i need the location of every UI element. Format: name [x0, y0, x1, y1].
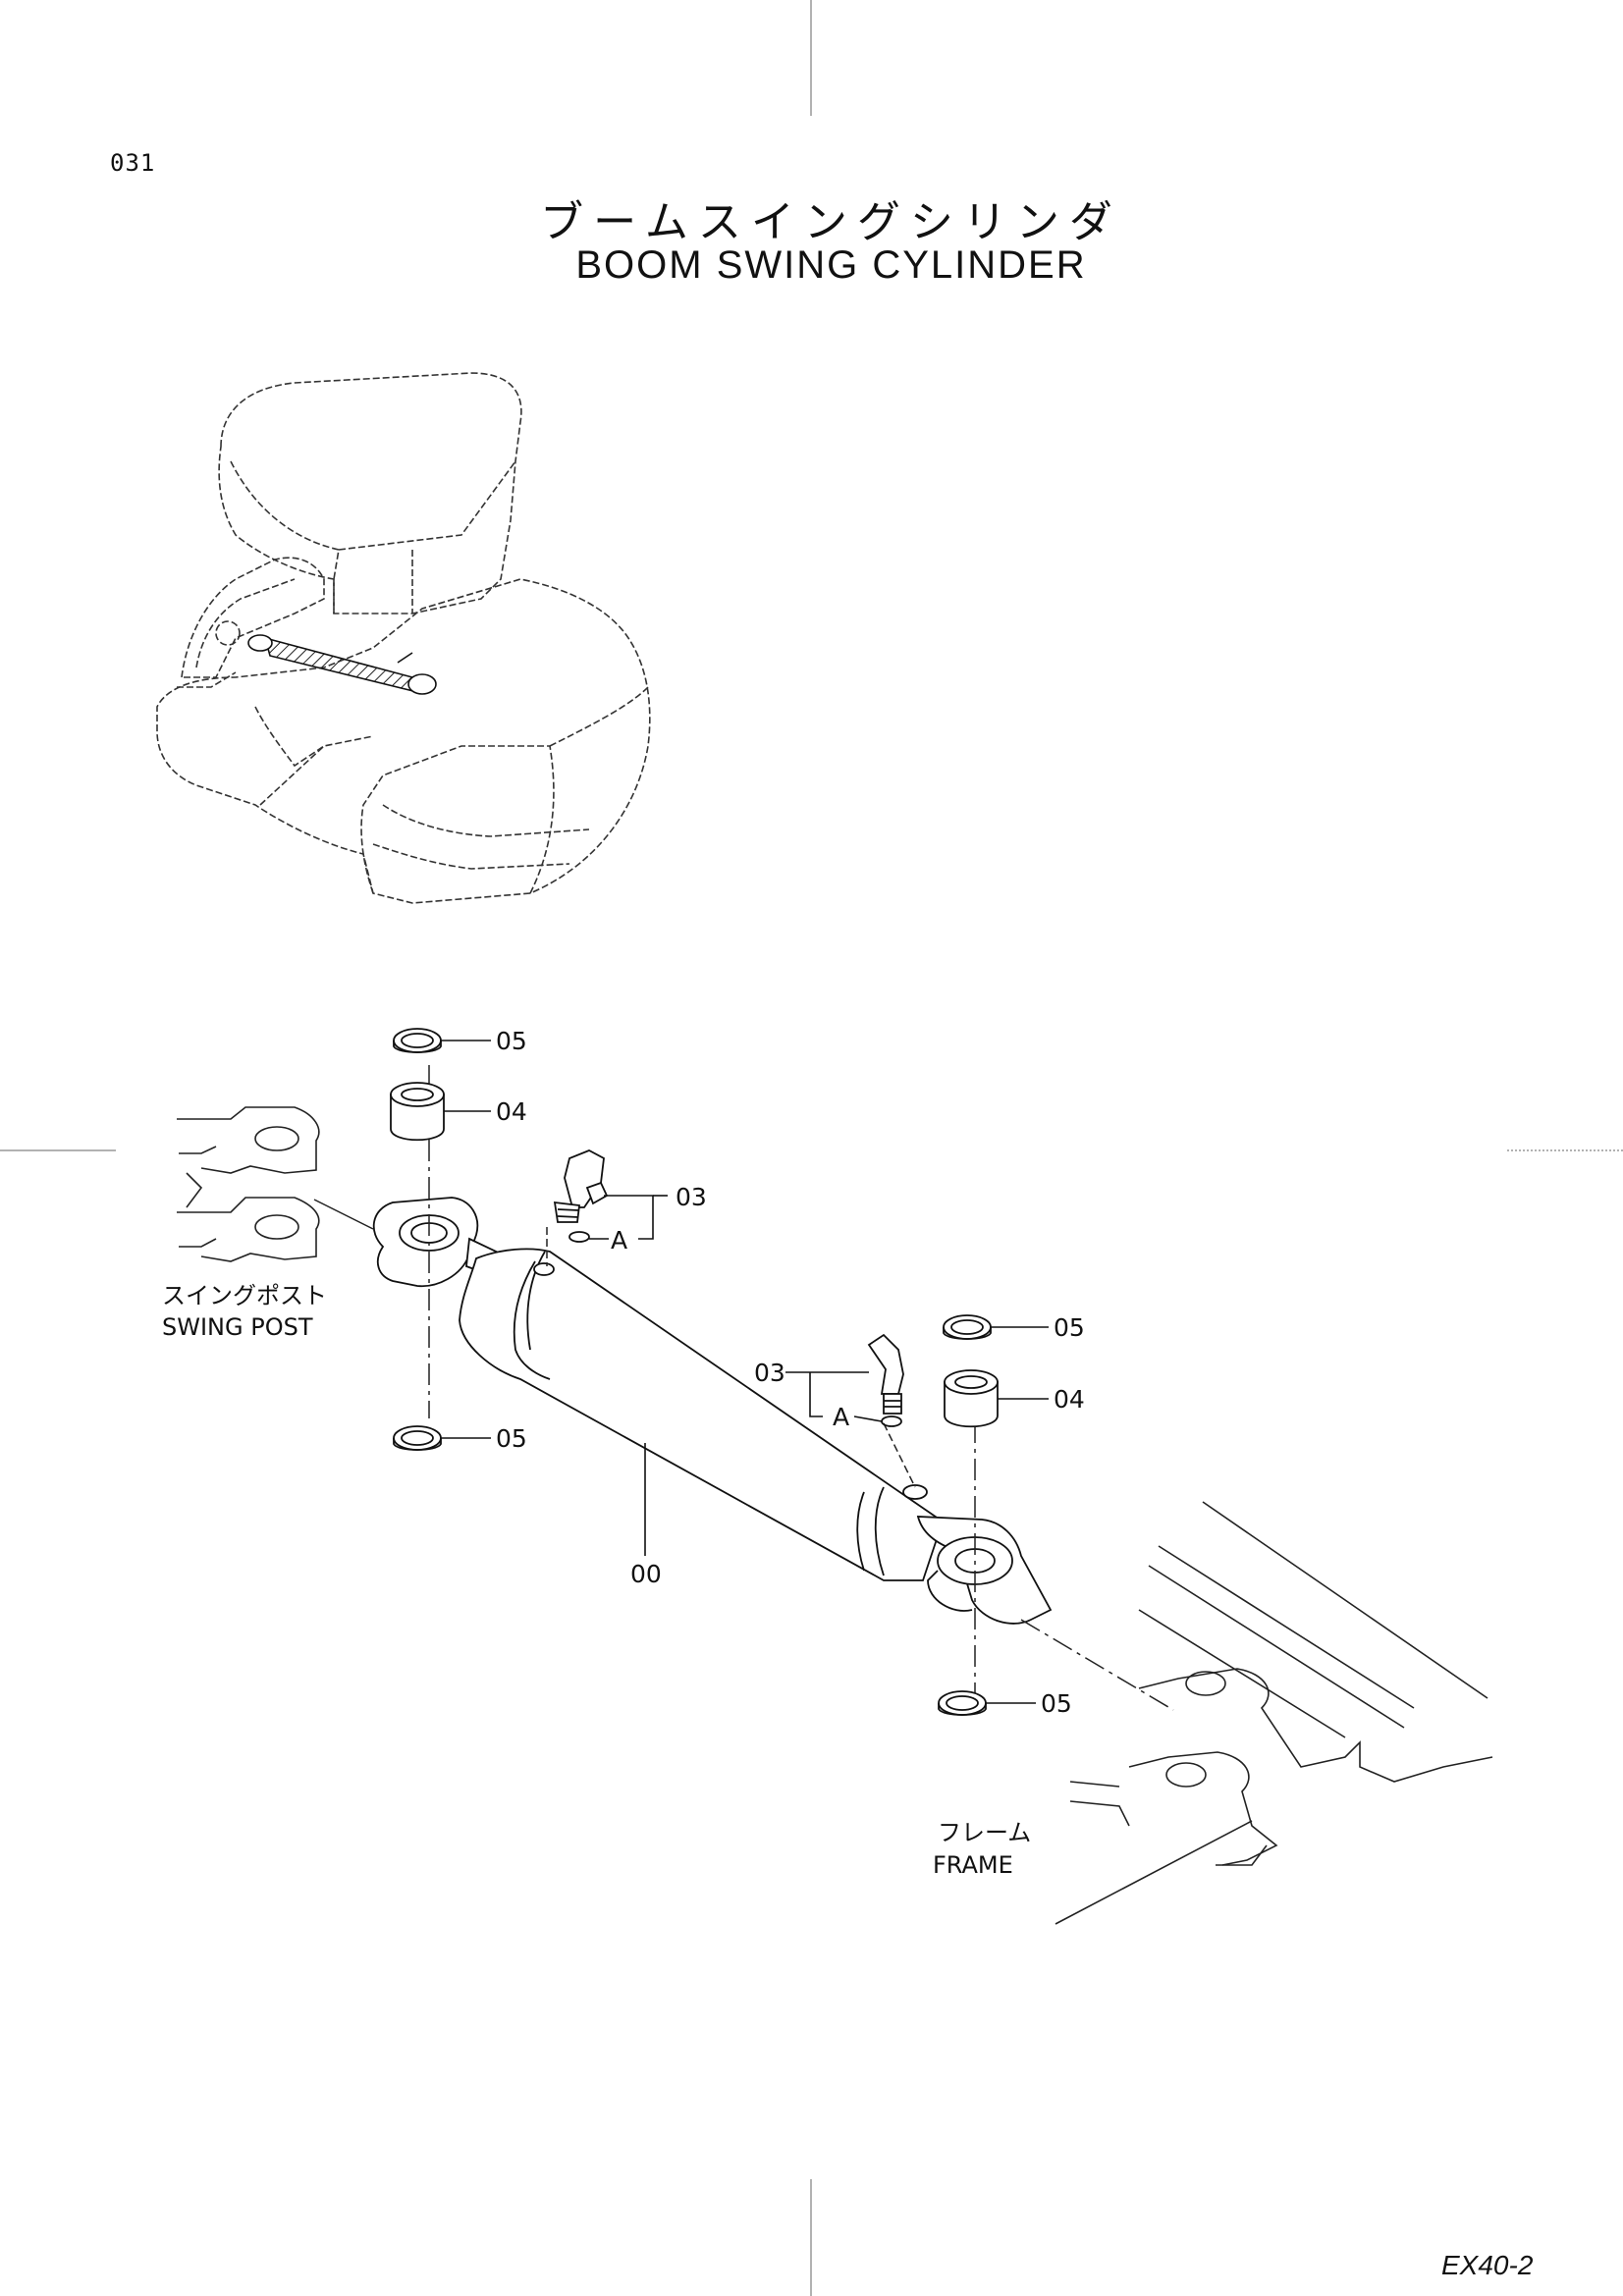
elbow-fitting-03-top — [553, 1149, 609, 1243]
callout-03-top: 03 — [676, 1183, 707, 1211]
swing-post-bracket — [177, 1106, 320, 1262]
component-labels: スイングポスト SWING POST フレーム FRAME — [162, 1282, 1031, 1879]
callout-04-top: 04 — [496, 1097, 527, 1126]
overview-highlighted-cylinder — [247, 634, 437, 695]
bushing-04-right — [944, 1369, 999, 1428]
callout-05-right-top: 05 — [1054, 1313, 1085, 1342]
elbow-fitting-03-right — [867, 1333, 904, 1427]
frame-bracket — [1055, 1501, 1493, 1925]
callout-05-bottom-left: 05 — [496, 1424, 527, 1453]
callout-05-right-bottom: 05 — [1041, 1689, 1072, 1718]
page-title-english: BOOM SWING CYLINDER — [575, 243, 1087, 287]
swing-post-label-en: SWING POST — [162, 1313, 313, 1341]
leader-lines — [441, 1040, 1049, 1704]
seal-05-bottom-left — [393, 1425, 442, 1451]
frame-label-en: FRAME — [933, 1851, 1013, 1879]
callout-00-cylinder: 00 — [630, 1560, 662, 1588]
machine-overview-illustration — [156, 372, 651, 904]
swing-post-label-jp: スイングポスト — [162, 1282, 327, 1309]
seal-05-right-bottom — [938, 1690, 987, 1716]
callout-A-right: A — [833, 1403, 849, 1431]
bushing-04-top — [390, 1082, 445, 1142]
callout-05-top: 05 — [496, 1027, 527, 1055]
callout-A-top: A — [611, 1226, 627, 1255]
model-code: EX40-2 — [1441, 2250, 1534, 2280]
boom-swing-cylinder — [372, 1197, 1053, 1625]
seal-05-right-top — [943, 1314, 992, 1340]
seal-05-top — [393, 1028, 442, 1053]
callout-numbers: 05 04 03 A 05 00 03 A 05 04 05 — [496, 1027, 1085, 1718]
page-number: 031 — [110, 149, 156, 177]
page-title-japanese: ブームスイングシリンダ — [540, 197, 1122, 247]
callout-04-right: 04 — [1054, 1385, 1085, 1414]
frame-label-jp: フレーム — [938, 1819, 1031, 1846]
callout-03-right: 03 — [754, 1359, 785, 1387]
